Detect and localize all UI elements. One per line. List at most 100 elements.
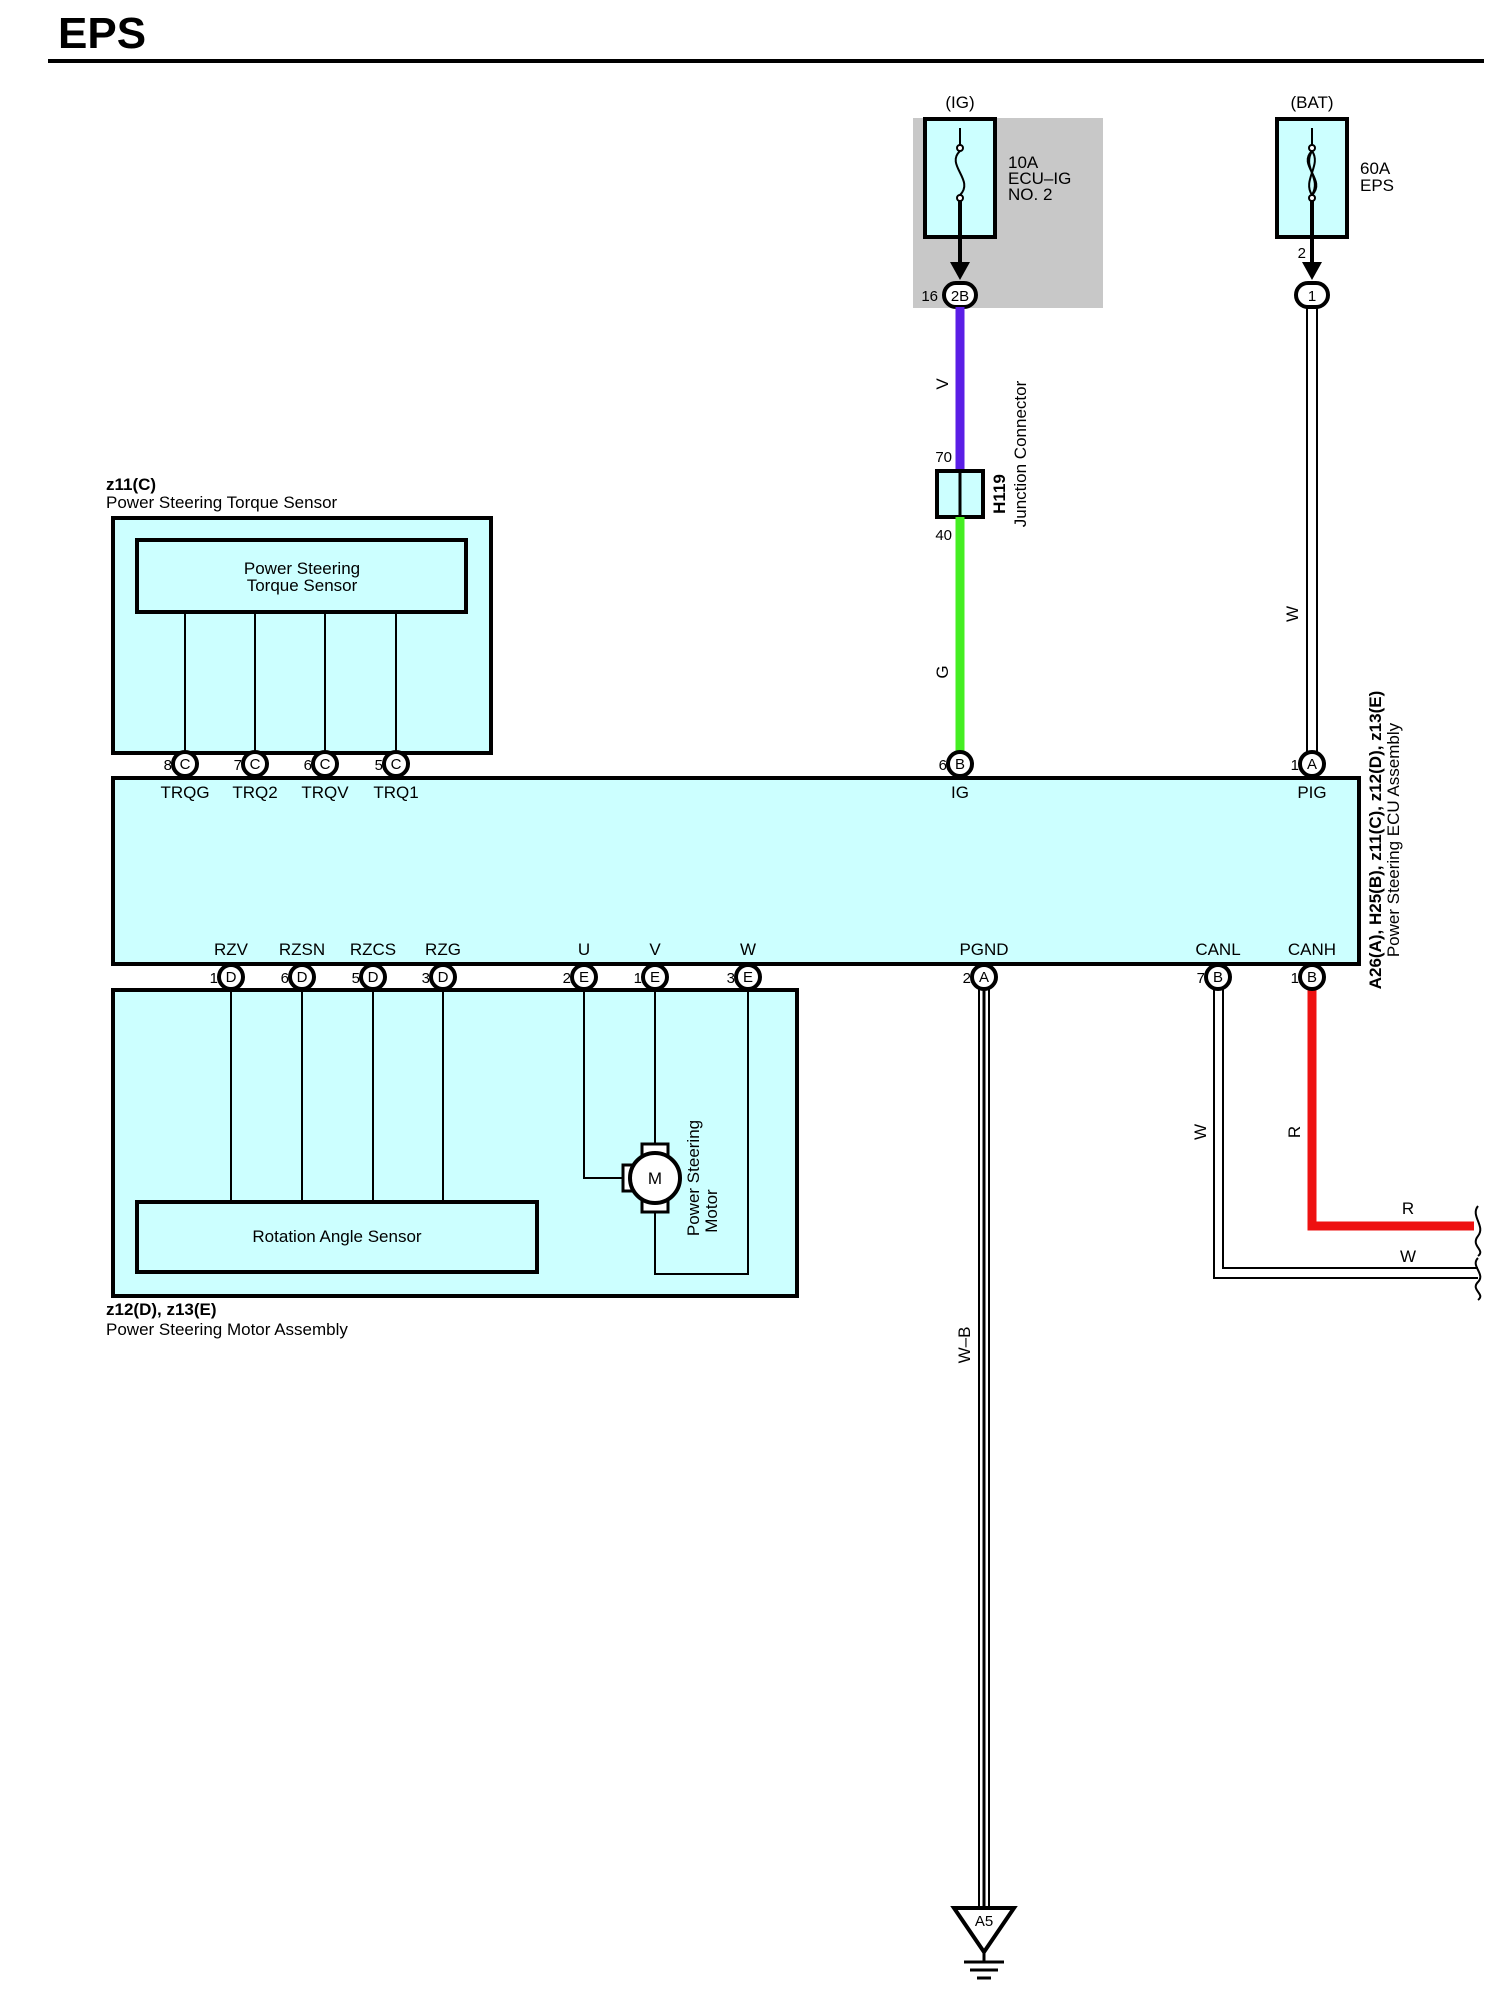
pin-number: 6 [281,970,289,987]
wire-w-motor [654,988,749,1275]
pin-circle [1204,963,1232,991]
pin-label-rzsn: RZSN [279,940,325,959]
pin-circle [288,963,316,991]
ecu-bottom-pin-rzv: 1 D [210,963,245,991]
pin-circle [382,750,410,778]
pin-circle [359,963,387,991]
wire-g-label: G [933,665,952,678]
pin-number: 5 [352,970,360,987]
pin-connector: C [391,756,402,773]
ground-id: A5 [975,1913,993,1930]
pin-connector: C [250,756,261,773]
ecu-bottom-pin-rzcs: 5 D [352,963,387,991]
pin-label-pgnd: PGND [959,940,1008,959]
motor-assembly-code: z12(D), z13(E) [106,1300,217,1319]
torque-sensor-inner [135,538,468,614]
pin-number: 3 [727,970,735,987]
pin-circle [1298,963,1326,991]
pin-connector: B [1307,969,1317,986]
pin-label: IG [951,783,969,802]
motor-assembly-name: Power Steering Motor Assembly [106,1320,348,1339]
torque-sensor-code: z11(C) [106,475,156,494]
wire-canl-outer [1213,989,1478,1279]
motor-symbol: M [648,1169,662,1188]
pin-circle [641,963,669,991]
pin-connector: A [1307,756,1317,773]
pin-label-rzcs: RZCS [350,940,396,959]
pin-label: TRQ1 [373,783,418,802]
junction-id: H119 [990,474,1009,514]
pin-connector: D [226,969,237,986]
ecu-bottom-pin-w: 3 E [727,963,762,991]
pin-connector: A [979,969,989,986]
wire-canl-inner [1222,989,1478,1269]
pin-circle [311,750,339,778]
ecu-bottom-pin-v: 1 E [634,963,669,991]
ground-symbol: A5 [950,1906,1018,1980]
wire-u [583,988,632,1179]
ecu-box [111,776,1361,966]
pin-number: 1 [1291,970,1299,987]
fuse-bat-name: EPS [1360,176,1394,195]
pin-number: 8 [164,757,172,774]
pin-label-rzg: RZG [425,940,461,959]
pin-label-u: U [578,940,590,959]
pin-number: 3 [422,970,430,987]
page-title: EPS [58,9,146,58]
motor-icon: M [621,1142,682,1214]
fuse-bat-symbol [1302,128,1322,280]
wire-canh-label: R [1285,1126,1304,1138]
pin-number: 2 [563,970,571,987]
motor-label1: Power Steering [684,1120,703,1236]
pin-connector: D [297,969,308,986]
ecu-bottom-pin-rzsn: 6 D [281,963,316,991]
pin-label: TRQ2 [232,783,277,802]
pin-connector: E [650,969,660,986]
fuse-ig-source: (IG) [945,93,974,112]
torque-sensor-inner2: Torque Sensor [247,576,358,595]
pin-label: TRQG [160,783,209,802]
ecu-bottom-pin-pgnd: 2 A [963,963,998,991]
pin-number: 1 [634,970,642,987]
ecu-top-pin-trqv: 6 C TRQV [301,750,349,802]
pin-label-v: V [649,940,661,959]
fuse-bat-connector-label: 1 [1308,288,1316,305]
wire-r-out-label: R [1402,1199,1414,1218]
wire-break-mark-upper [1474,1205,1482,1257]
pin-connector: E [743,969,753,986]
fuse-ig-connector-label: 2B [951,288,969,305]
pin-circle [1298,750,1326,778]
pin-number: 7 [1197,970,1205,987]
ecu-codes: A26(A), H25(B), z11(C), z12(D), z13(E) [1366,691,1385,990]
pin-circle [217,963,245,991]
wire-canl-label: W [1191,1124,1210,1140]
pin-connector: E [579,969,589,986]
fuse-ig-pin: 16 [921,288,938,305]
pin-number: 1 [1291,757,1299,774]
pin-circle [241,750,269,778]
ecu-bottom-pin-canh: 1 B [1291,963,1326,991]
pin-connector: B [1213,969,1223,986]
junction-pin-bottom: 40 [935,527,952,544]
pin-number: 1 [210,970,218,987]
pin-connector: B [955,756,965,773]
wire-pig-label: W [1283,606,1302,622]
pin-label-rzv: RZV [214,940,249,959]
ecu-bottom-pin-u: 2 E [563,963,598,991]
junction-name: Junction Connector [1011,380,1030,527]
pin-label: TRQV [301,783,349,802]
torque-sensor-inner1: Power Steering [244,559,360,578]
pin-circle [570,963,598,991]
pin-connector: D [368,969,379,986]
junction-pin-top: 70 [935,449,952,466]
motor-label2: Motor [702,1189,721,1233]
wire-w-out-label: W [1400,1247,1416,1266]
pin-connector: C [320,756,331,773]
pin-circle [171,750,199,778]
pin-number: 5 [375,757,383,774]
fuse-bat-source: (BAT) [1290,93,1333,112]
fuse-bat-connector [1294,281,1330,309]
pin-circle [970,963,998,991]
fuse-bat-rating: 60A [1360,159,1391,178]
